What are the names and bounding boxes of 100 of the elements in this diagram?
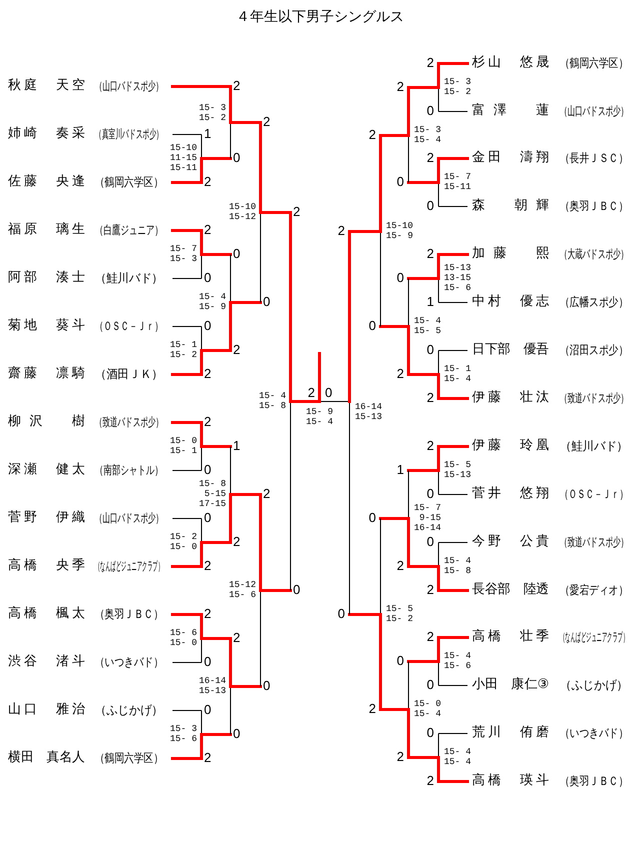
bracket-bar <box>437 541 440 592</box>
player-name: 渋谷 渚斗 <box>8 653 85 671</box>
game-scores: 15- 3 15- 2 <box>443 77 471 97</box>
player-name: 伊藤 玲凰 <box>472 437 549 455</box>
game-scores: 15- 6 15- 0 <box>169 628 197 648</box>
game-scores: 15- 2 15- 0 <box>169 532 197 552</box>
game-scores: 15- 3 15- 6 <box>169 724 197 744</box>
bracket-bar <box>200 613 203 664</box>
game-scores: 15- 7 15-11 <box>443 172 471 192</box>
games-won: 2 <box>426 583 434 596</box>
club-name: （いつきバド） <box>560 725 628 741</box>
bracket-bar <box>318 352 321 403</box>
winner-bracket-line <box>171 613 203 616</box>
player-name: 中村 優志 <box>472 293 549 311</box>
game-scores: 15- 1 15- 4 <box>443 364 471 384</box>
bracket-bar <box>437 636 440 687</box>
game-scores: 15- 1 15- 2 <box>169 340 197 360</box>
player-name: 菅野 伊織 <box>8 509 85 527</box>
bracket-bar <box>200 325 203 376</box>
winner-bracket-line <box>379 517 410 520</box>
game-scores: 15- 4 15- 6 <box>443 651 471 671</box>
games-won: 2 <box>426 630 434 643</box>
bracket-line <box>438 111 468 112</box>
game-scores: 15- 9 15- 4 <box>305 407 333 427</box>
winner-bracket-line <box>407 660 440 663</box>
winner-bracket-line <box>229 685 262 688</box>
player-name: 伊藤 壮汰 <box>472 389 549 407</box>
winner-bracket-line <box>379 134 410 137</box>
bracket-bar <box>289 211 292 592</box>
games-won: 2 <box>204 175 212 188</box>
game-scores: 16-14 15-13 <box>198 676 226 696</box>
game-scores: 15- 0 15- 4 <box>413 699 441 719</box>
player-name: 齋藤 凛騎 <box>8 365 85 383</box>
winner-bracket-line <box>348 613 382 616</box>
player-name: 高橋 央季 <box>8 557 85 575</box>
winner-bracket-line <box>379 708 410 711</box>
bracket-bar <box>437 349 440 400</box>
winner-bracket-line <box>229 301 262 304</box>
winner-bracket-line <box>407 565 440 568</box>
club-name: （南部シャトル） <box>95 462 163 478</box>
games-won: 0 <box>426 199 434 212</box>
game-scores: 15- 0 15- 1 <box>169 436 197 456</box>
games-won: 0 <box>204 463 212 476</box>
winner-bracket-line <box>437 589 469 592</box>
games-won: 0 <box>233 151 240 164</box>
games-won: 0 <box>263 679 270 692</box>
club-name: （山口バドスポ少） <box>95 78 163 94</box>
bracket-line <box>438 350 468 351</box>
club-name: （鶴岡六学区） <box>560 55 628 71</box>
player-name: 金田 濤翔 <box>472 149 549 167</box>
club-name: （山口バドスポ少） <box>560 103 628 119</box>
winner-bracket-line <box>437 157 469 160</box>
game-scores: 15- 4 15- 8 <box>443 556 471 576</box>
games-won: 0 <box>204 655 212 668</box>
game-scores: 15- 4 15- 9 <box>198 292 226 312</box>
club-name: （ふじかげ） <box>95 702 163 718</box>
player-name: 高橋 壮季 <box>472 628 549 646</box>
bracket-line <box>438 206 468 207</box>
games-won: 2 <box>396 559 404 572</box>
bracket-bar <box>437 253 440 304</box>
games-won: 0 <box>396 175 404 188</box>
player-name: 秋庭 天空 <box>8 77 85 95</box>
player-name: 山口 雅治 <box>8 701 85 719</box>
winner-bracket-line <box>407 469 440 472</box>
bracket-line <box>172 662 202 663</box>
games-won: 0 <box>293 583 300 596</box>
winner-bracket-line <box>259 211 292 214</box>
game-scores: 15- 5 15- 2 <box>385 604 413 624</box>
games-won: 0 <box>426 726 434 739</box>
club-name: （大蔵バドスポ少） <box>560 246 628 262</box>
games-won: 2 <box>308 386 315 399</box>
bracket-bar <box>407 660 410 759</box>
bracket-bar <box>229 637 232 736</box>
game-scores: 15- 4 15- 5 <box>413 316 441 336</box>
bracket-line <box>172 518 202 519</box>
games-won: 1 <box>396 463 404 476</box>
club-name: （鮭川バド） <box>560 438 628 454</box>
games-won: 2 <box>204 223 212 236</box>
winner-bracket-line <box>200 637 232 640</box>
winner-bracket-line <box>171 421 203 424</box>
winner-bracket-line <box>171 181 203 184</box>
winner-bracket-line <box>289 400 321 403</box>
winner-bracket-line <box>229 493 262 496</box>
winner-bracket-line <box>171 757 203 760</box>
bracket-bar <box>229 85 232 160</box>
games-won: 2 <box>426 56 434 69</box>
club-name: （致道バドスポ少） <box>560 534 628 550</box>
bracket-bar <box>200 709 203 760</box>
bracket-line <box>438 733 468 734</box>
bracket-line <box>438 685 468 686</box>
games-won: 2 <box>233 343 240 356</box>
bracket-bar <box>437 732 440 783</box>
games-won: 0 <box>204 271 212 284</box>
player-name: 日下部 優吾 <box>472 341 549 359</box>
bracket-bar <box>348 230 351 616</box>
player-name: 姉崎 奏采 <box>8 125 85 143</box>
bracket-bar <box>229 253 232 352</box>
games-won: 2 <box>396 80 404 93</box>
games-won: 0 <box>263 295 270 308</box>
club-name: （致道バドスポ少） <box>95 414 163 430</box>
